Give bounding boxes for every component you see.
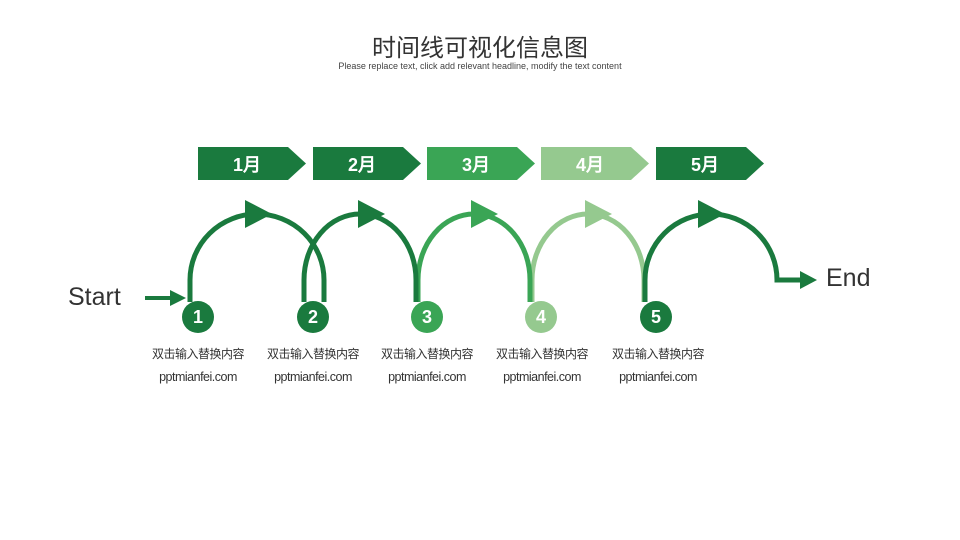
month-label-5: 5月	[690, 154, 719, 175]
month-banner-1	[198, 147, 306, 180]
month-label-4: 4月	[575, 154, 604, 175]
node-number-2: 2	[307, 306, 318, 327]
start-arrow-icon	[145, 290, 186, 306]
arc-arrow-icon-5	[698, 200, 725, 228]
arc-arrow-icon-1	[245, 200, 272, 228]
step-caption-5[interactable]: 双击输入替换内容	[611, 347, 705, 361]
node-number-5: 5	[650, 306, 661, 327]
arc-arrow-icon-3	[471, 200, 498, 228]
node-circle-3	[411, 301, 443, 333]
step-caption-2[interactable]: 双击输入替换内容	[266, 347, 360, 361]
end-arrow-icon	[800, 271, 817, 289]
arc-5	[642, 211, 803, 302]
arc-4	[529, 211, 647, 302]
arc-arrow-icon-2	[358, 200, 385, 228]
arc-arrow-icon-4	[585, 200, 612, 228]
node-circle-5	[640, 301, 672, 333]
arc-3	[415, 211, 533, 302]
end-label: End	[826, 264, 871, 292]
month-banner-2	[313, 147, 421, 180]
page-subtitle: Please replace text, click add relevant …	[338, 61, 622, 71]
step-caption-4[interactable]: 双击输入替换内容	[495, 347, 589, 361]
node-number-3: 3	[421, 306, 432, 327]
step-link-2: pptmianfei.com	[274, 370, 352, 384]
node-circle-1	[182, 301, 214, 333]
month-label-1: 1月	[232, 154, 261, 175]
node-circle-2	[297, 301, 329, 333]
page-title: 时间线可视化信息图	[372, 34, 588, 62]
node-number-4: 4	[535, 306, 546, 327]
month-banner-5	[656, 147, 764, 180]
step-link-1: pptmianfei.com	[159, 370, 237, 384]
step-caption-1[interactable]: 双击输入替换内容	[151, 347, 245, 361]
step-link-3: pptmianfei.com	[388, 370, 466, 384]
start-label: Start	[68, 283, 121, 311]
month-banner-4	[541, 147, 649, 180]
node-number-1: 1	[192, 306, 203, 327]
month-label-2: 2月	[347, 154, 376, 175]
node-circle-4	[525, 301, 557, 333]
step-link-4: pptmianfei.com	[503, 370, 581, 384]
step-link-5: pptmianfei.com	[619, 370, 697, 384]
month-banner-3	[427, 147, 535, 180]
step-caption-3[interactable]: 双击输入替换内容	[380, 347, 474, 361]
month-label-3: 3月	[461, 154, 490, 175]
